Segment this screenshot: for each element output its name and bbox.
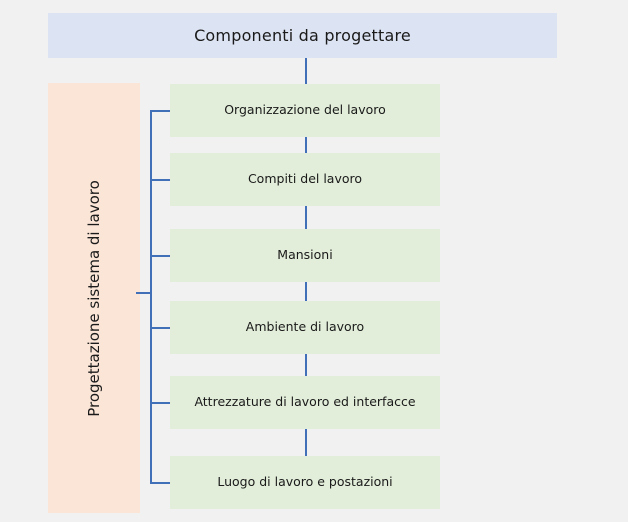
component-box-organizzazione-del-lavoro[interactable]: Organizzazione del lavoro xyxy=(170,84,440,137)
connector-box2-to-box3 xyxy=(305,206,307,229)
connector-box1-to-box2 xyxy=(305,137,307,153)
header-node-label: Componenti da progettare xyxy=(194,25,411,45)
connector-spine-vertical xyxy=(150,110,152,483)
connector-box5-to-box6 xyxy=(305,429,307,456)
connector-box4-to-box5 xyxy=(305,354,307,376)
component-box-ambiente-di-lavoro[interactable]: Ambiente di lavoro xyxy=(170,301,440,354)
component-box-label: Organizzazione del lavoro xyxy=(224,102,386,118)
side-panel-label: Progettazione sistema di lavoro xyxy=(84,179,103,417)
connector-branch-4 xyxy=(150,327,170,329)
connector-branch-5 xyxy=(150,402,170,404)
connector-branch-1 xyxy=(150,110,170,112)
component-box-luogo-di-lavoro-e-postazioni[interactable]: Luogo di lavoro e postazioni xyxy=(170,456,440,509)
connector-branch-6 xyxy=(150,482,170,484)
component-box-label: Ambiente di lavoro xyxy=(245,319,365,335)
component-box-label: Mansioni xyxy=(277,247,333,263)
connector-branch-2 xyxy=(150,179,170,181)
component-box-label: Luogo di lavoro e postazioni xyxy=(217,474,393,490)
component-box-label: Attrezzature di lavoro ed interfacce xyxy=(194,394,416,410)
component-box-attrezzature-di-lavoro-ed-interfacce[interactable]: Attrezzature di lavoro ed interfacce xyxy=(170,376,440,429)
side-panel-progettazione-sistema-di-lavoro[interactable]: Progettazione sistema di lavoro xyxy=(48,83,140,513)
connector-branch-3 xyxy=(150,255,170,257)
header-node-componenti-da-progettare[interactable]: Componenti da progettare xyxy=(48,13,557,58)
component-box-compiti-del-lavoro[interactable]: Compiti del lavoro xyxy=(170,153,440,206)
component-box-label: Compiti del lavoro xyxy=(247,171,363,187)
connector-header-to-spine xyxy=(305,58,307,84)
connector-box3-to-box4 xyxy=(305,282,307,301)
connector-side-panel-to-spine xyxy=(136,292,152,294)
component-box-mansioni[interactable]: Mansioni xyxy=(170,229,440,282)
